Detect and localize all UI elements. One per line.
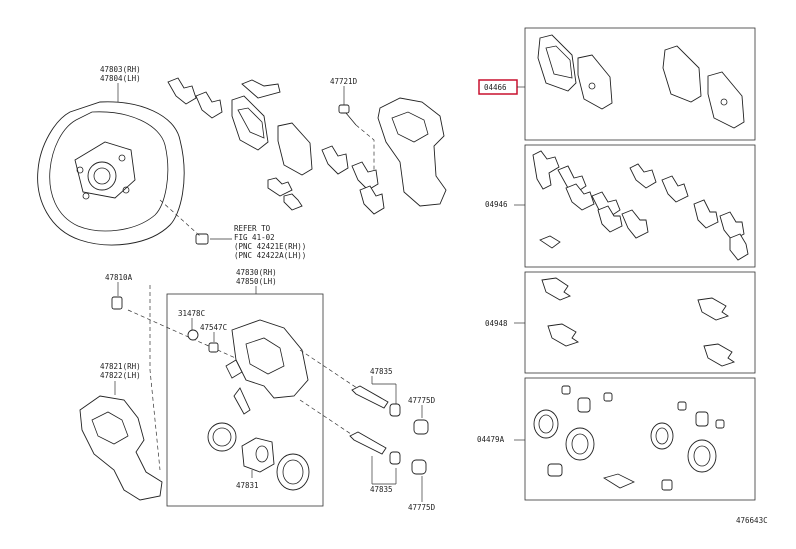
fitting-kit-box [524, 271, 756, 374]
label-47850[interactable]: 47850(LH) [236, 277, 277, 286]
dashed-leader-pin-upper [299, 349, 361, 391]
label-47835-upper[interactable]: 47835 [370, 367, 393, 376]
washer-illustration [187, 329, 199, 341]
slide-pin-lower-illustration [349, 431, 401, 465]
piston-illustration [241, 437, 275, 473]
dashed-leader-carrier [355, 124, 375, 170]
refer-bolt-icon [195, 233, 232, 245]
label-47804[interactable]: 47804(LH) [100, 74, 141, 83]
label-47803[interactable]: 47803(RH) [100, 65, 141, 74]
dust-cover-illustration [37, 101, 185, 246]
fitting-kit-illustration [541, 277, 736, 367]
caliper-bracket-illustration [377, 97, 447, 207]
pad-kit-box [524, 27, 756, 141]
cylinder-kit-illustration [533, 385, 725, 491]
label-31478c[interactable]: 31478C [178, 309, 205, 318]
piston-boot-illustration [276, 453, 310, 491]
label-04948[interactable]: 04948 [485, 319, 508, 328]
refer-line-4: (PNC 42422A(LH)) [234, 251, 306, 260]
pad-and-shim-exploded-illustration [167, 77, 385, 215]
bushing-lower-illustration [411, 459, 427, 475]
refer-line-3: (PNC 42421E(RH)) [234, 242, 306, 251]
label-47810a[interactable]: 47810A [105, 273, 133, 282]
brake-pad-set-illustration [537, 34, 745, 129]
refer-line-1: REFER TO [234, 224, 271, 233]
shim-kit-box [524, 144, 756, 268]
dashed-leader-pin-lower [299, 399, 361, 441]
anti-squeal-shim-set-illustration [532, 150, 749, 261]
mounting-bolt-illustration [338, 104, 357, 126]
slide-pin-upper-illustration [351, 385, 401, 417]
label-47775d-upper[interactable]: 47775D [408, 396, 436, 405]
bleeder-plug-illustration [111, 296, 123, 310]
dashed-leader-vertical [149, 285, 161, 471]
piston-seal-ring-illustration [207, 422, 237, 452]
label-47775d-lower[interactable]: 47775D [408, 503, 436, 512]
label-47721d[interactable]: 47721D [330, 77, 358, 86]
label-04479a[interactable]: 04479A [477, 435, 505, 444]
bleeder-screw-illustration [208, 342, 219, 353]
label-47835-lower[interactable]: 47835 [370, 485, 393, 494]
label-47830[interactable]: 47830(RH) [236, 268, 277, 277]
label-47547c[interactable]: 47547C [200, 323, 227, 332]
label-47831[interactable]: 47831 [236, 481, 259, 490]
figure-code: 476643C [736, 516, 768, 525]
label-04466[interactable]: 04466 [484, 83, 507, 92]
label-47821[interactable]: 47821(RH) [100, 362, 141, 371]
caliper-body-illustration [225, 319, 309, 415]
bushing-upper-illustration [413, 419, 429, 435]
caliper-assembly-box [166, 293, 324, 507]
dashed-leader-refer [159, 199, 201, 237]
caliper-mounting-bracket-illustration [79, 395, 163, 501]
label-47822[interactable]: 47822(LH) [100, 371, 141, 380]
cylinder-kit-box [524, 377, 756, 501]
refer-line-2: FIG 41-02 [234, 233, 275, 242]
label-04946[interactable]: 04946 [485, 200, 508, 209]
